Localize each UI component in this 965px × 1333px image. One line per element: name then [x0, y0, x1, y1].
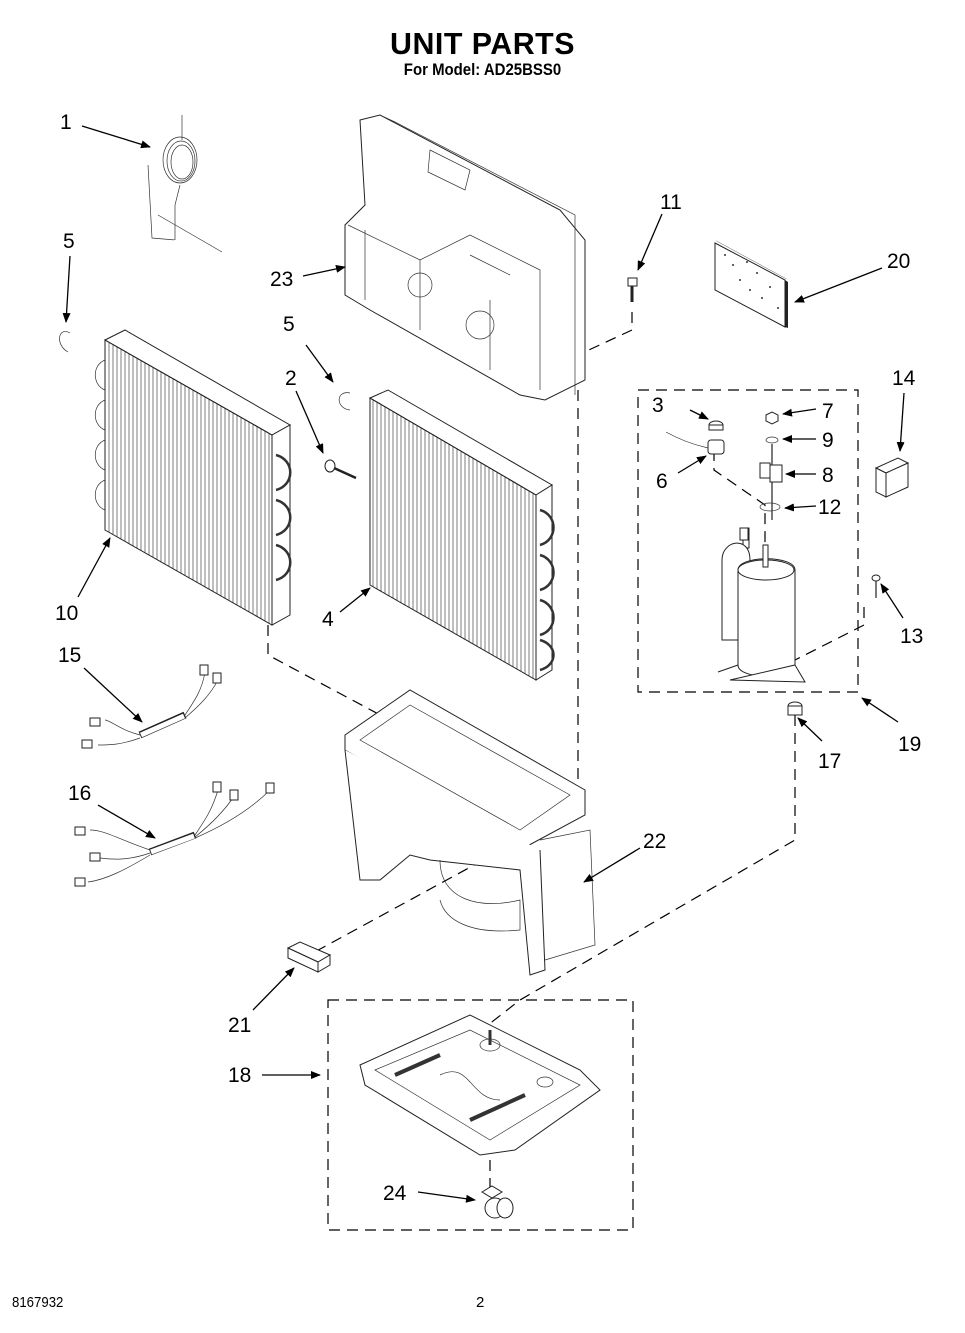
callout-23: 23 [270, 268, 293, 291]
callout-13: 13 [900, 625, 923, 648]
grommet-17-part[interactable] [787, 701, 803, 716]
callout-20: 20 [887, 250, 910, 273]
overload-protector-part[interactable] [665, 431, 725, 455]
callout-1: 1 [60, 111, 72, 134]
capillary-tube-part[interactable] [147, 115, 223, 274]
document-number: 8167932 [12, 1294, 64, 1311]
callout-12: 12 [818, 496, 841, 519]
callout-19: 19 [898, 733, 921, 756]
nut-part[interactable] [765, 411, 779, 425]
callout-17: 17 [818, 750, 841, 773]
grommet-part[interactable] [708, 420, 724, 431]
page-title: UNIT PARTS [390, 26, 575, 61]
washer-part[interactable] [765, 436, 779, 444]
callout-22: 22 [643, 830, 666, 853]
callout-2: 2 [285, 367, 297, 390]
callout-18: 18 [228, 1064, 251, 1087]
base-pan-part[interactable] [359, 1014, 601, 1156]
caster-part[interactable] [481, 1185, 514, 1219]
callout-7: 7 [822, 400, 834, 423]
clip-part[interactable] [338, 392, 351, 411]
terminal-cover-part[interactable] [759, 462, 783, 483]
screw-11-part[interactable] [627, 277, 638, 302]
evaporator-coil-part[interactable] [368, 389, 555, 681]
callout-10: 10 [55, 602, 78, 625]
callout-5: 5 [283, 313, 295, 336]
screw-13-part[interactable] [871, 574, 881, 598]
callout-21: 21 [228, 1014, 251, 1037]
fan-shroud-part[interactable] [344, 114, 586, 401]
wire-harness-16-part[interactable] [74, 781, 275, 887]
float-switch-part[interactable] [286, 941, 332, 973]
callout-15: 15 [58, 644, 81, 667]
compressor-part[interactable] [717, 527, 806, 683]
washer-12-part[interactable] [759, 502, 781, 512]
screw-part[interactable] [324, 459, 357, 480]
callout-8: 8 [822, 464, 834, 487]
insulation-panel-part[interactable] [714, 240, 788, 328]
callout-4: 4 [322, 608, 334, 631]
page-number: 2 [476, 1294, 485, 1311]
callout-9: 9 [822, 429, 834, 452]
callout-14: 14 [892, 367, 916, 390]
compressor-assembly-group-box [637, 389, 859, 693]
leader-arrows [62, 125, 905, 1203]
callout-24: 24 [383, 1182, 407, 1205]
bottom-housing-part[interactable] [344, 689, 596, 976]
callout-6: 6 [656, 470, 668, 493]
clip-part[interactable] [59, 331, 71, 353]
callout-3: 3 [652, 394, 664, 417]
callout-16: 16 [68, 782, 91, 805]
model-subtitle: For Model: AD25BSS0 [403, 60, 562, 79]
callout-labels: 1 5 23 5 2 11 20 14 3 7 9 6 8 12 10 4 13… [55, 111, 923, 1205]
callout-5: 5 [63, 230, 75, 253]
callout-11: 11 [660, 191, 682, 214]
condenser-coil-part[interactable] [94, 329, 292, 626]
base-pan-group-box [327, 999, 634, 1231]
wire-harness-15-part[interactable] [81, 664, 222, 749]
relay-box-part[interactable] [874, 457, 910, 498]
